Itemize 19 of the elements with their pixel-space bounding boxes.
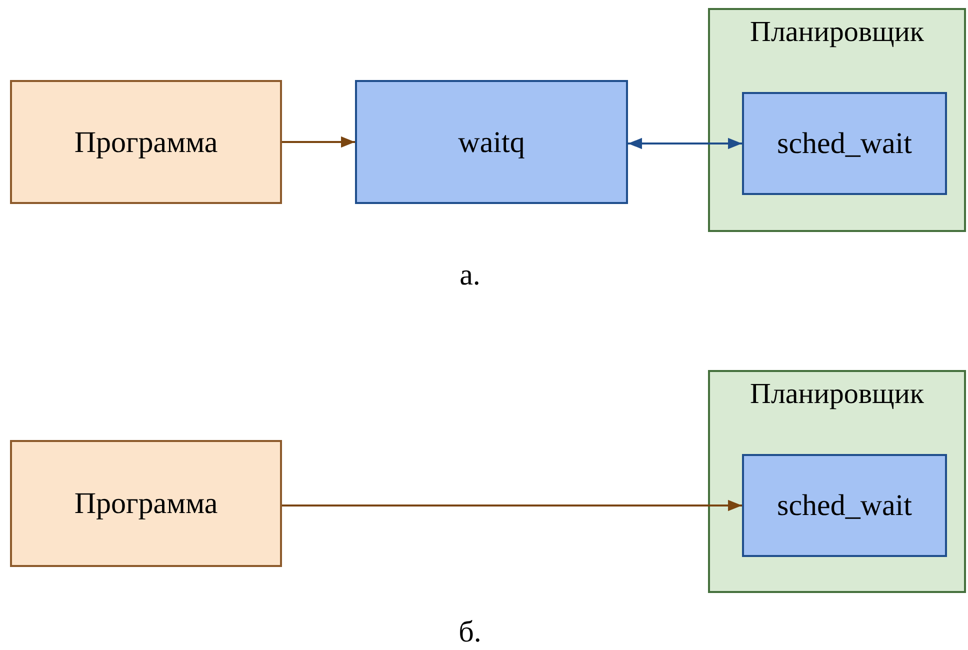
node-label: Программа [74,486,218,522]
subfigure-label: б. [458,614,482,650]
group-box [708,370,966,593]
node-label: Программа [74,124,218,160]
node-label: waitq [458,124,525,160]
node-label: sched_wait [777,488,912,524]
node-label: sched_wait [777,126,912,162]
group-title: Планировщик [749,15,925,50]
group-title: Планировщик [749,377,925,412]
group-box [708,8,966,232]
arrow [282,136,355,148]
process-box [742,454,947,557]
arrow [628,138,742,150]
process-box [10,440,282,567]
process-box [742,92,947,195]
process-box [10,80,282,204]
arrow [282,500,742,512]
subfigure-label: а. [460,258,480,294]
process-box [355,80,628,204]
